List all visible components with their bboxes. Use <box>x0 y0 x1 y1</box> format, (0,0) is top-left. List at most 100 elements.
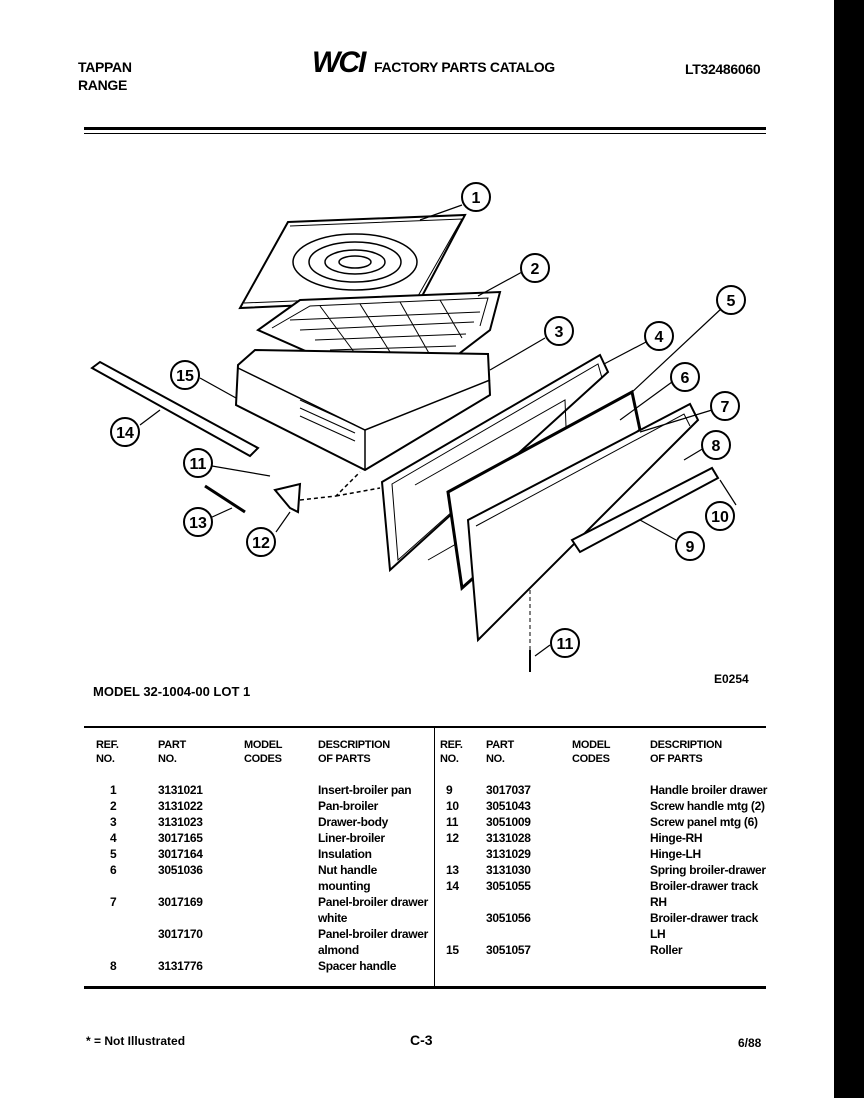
callout-label: 10 <box>711 509 729 526</box>
catalog-date: 6/88 <box>738 1036 762 1050</box>
part-no: 3017165 <box>158 831 203 845</box>
model-codes <box>572 782 650 798</box>
ref-no <box>96 926 158 958</box>
ref-no: 8 <box>110 959 117 973</box>
callout-label: 3 <box>555 324 564 341</box>
model-line: MODEL 32-1004-00 LOT 1 <box>93 684 251 699</box>
ref-no: 3 <box>110 815 117 829</box>
pan-grid <box>289 299 481 361</box>
table-rule-top <box>84 726 766 728</box>
description: Handle broiler drawer <box>650 783 768 797</box>
drawer-body <box>234 348 492 472</box>
description: Screw handle mtg (2) <box>650 799 765 813</box>
part-no: 3051036 <box>158 863 203 877</box>
description: Nut handle mounting <box>318 863 377 893</box>
diagram-code: E0254 <box>714 672 749 686</box>
part-no: 3051043 <box>486 799 531 813</box>
callout-14 <box>110 417 140 447</box>
callout-label: 14 <box>116 425 134 442</box>
description: Spring broiler-drawer <box>650 863 766 877</box>
model-codes <box>572 846 650 862</box>
ref-no: 15 <box>446 943 459 957</box>
footnote: * = Not Illustrated <box>86 1034 186 1048</box>
table-divider <box>434 728 435 986</box>
model-codes <box>244 814 318 830</box>
table-row: 8 3131776 Spacer handle <box>96 958 432 974</box>
callout-label: 12 <box>252 535 270 552</box>
ref-no: 13 <box>446 863 459 877</box>
ref-no: 11 <box>446 815 459 829</box>
model-codes <box>244 926 318 958</box>
brand-block: TAPPAN RANGE <box>78 58 132 94</box>
model-codes <box>572 814 650 830</box>
callout-11a <box>183 448 213 478</box>
ref-no: 6 <box>110 863 117 877</box>
broiler-drawer-handle <box>570 466 720 554</box>
model-codes <box>244 894 318 926</box>
callout-4 <box>644 321 674 351</box>
callout-label: 15 <box>176 368 194 385</box>
drawer-body-vents <box>299 399 356 442</box>
part-no: 3017037 <box>486 783 531 797</box>
ref-no: 14 <box>446 879 459 893</box>
catalog-page: TAPPAN RANGE WCI FACTORY PARTS CATALOG L… <box>0 0 834 1098</box>
callout-10 <box>705 501 735 531</box>
header-ref: REF.NO. <box>440 739 463 765</box>
insert-grooves <box>292 233 418 291</box>
callout-label: 9 <box>686 539 695 556</box>
part-no: 3131030 <box>486 863 531 877</box>
model-codes <box>572 878 650 910</box>
part-no: 3131023 <box>158 815 203 829</box>
part-no: 3131776 <box>158 959 203 973</box>
callout-label: 7 <box>721 399 730 416</box>
callout-6 <box>670 362 700 392</box>
ref-no: 7 <box>110 895 117 909</box>
callout-2 <box>520 253 550 283</box>
part-no: 3051055 <box>486 879 531 893</box>
brand-name: TAPPAN <box>78 59 132 75</box>
panel-broiler-drawer <box>466 402 700 643</box>
model-codes <box>244 798 318 814</box>
product-type: RANGE <box>78 77 128 93</box>
part-no: 3017169 <box>158 895 203 909</box>
model-codes <box>572 830 650 846</box>
model-codes <box>572 862 650 878</box>
callout-7 <box>710 391 740 421</box>
model-codes <box>244 782 318 798</box>
exploded-parts-diagram: 1 2 3 4 5 6 7 8 9 10 11 11 12 13 14 15 <box>90 182 746 672</box>
callout-11b <box>550 628 580 658</box>
callout-1 <box>461 182 491 212</box>
callout-12 <box>246 527 276 557</box>
description: Insert-broiler pan <box>318 783 412 797</box>
model-codes <box>572 910 650 942</box>
description: Spacer handle <box>318 959 397 973</box>
part-no: 3017164 <box>158 847 203 861</box>
description: Panel-broiler drawer almond <box>318 927 429 957</box>
callout-label: 1 <box>472 190 481 207</box>
description: Hinge-LH <box>650 847 701 861</box>
description: Pan-broiler <box>318 799 379 813</box>
broiler-drawer-track <box>90 360 260 458</box>
spring <box>204 484 246 514</box>
header-rule-thin <box>84 133 766 134</box>
description: Hinge-RH <box>650 831 703 845</box>
header-ref: REF.NO. <box>96 739 119 765</box>
catalog-title: FACTORY PARTS CATALOG <box>374 59 555 75</box>
